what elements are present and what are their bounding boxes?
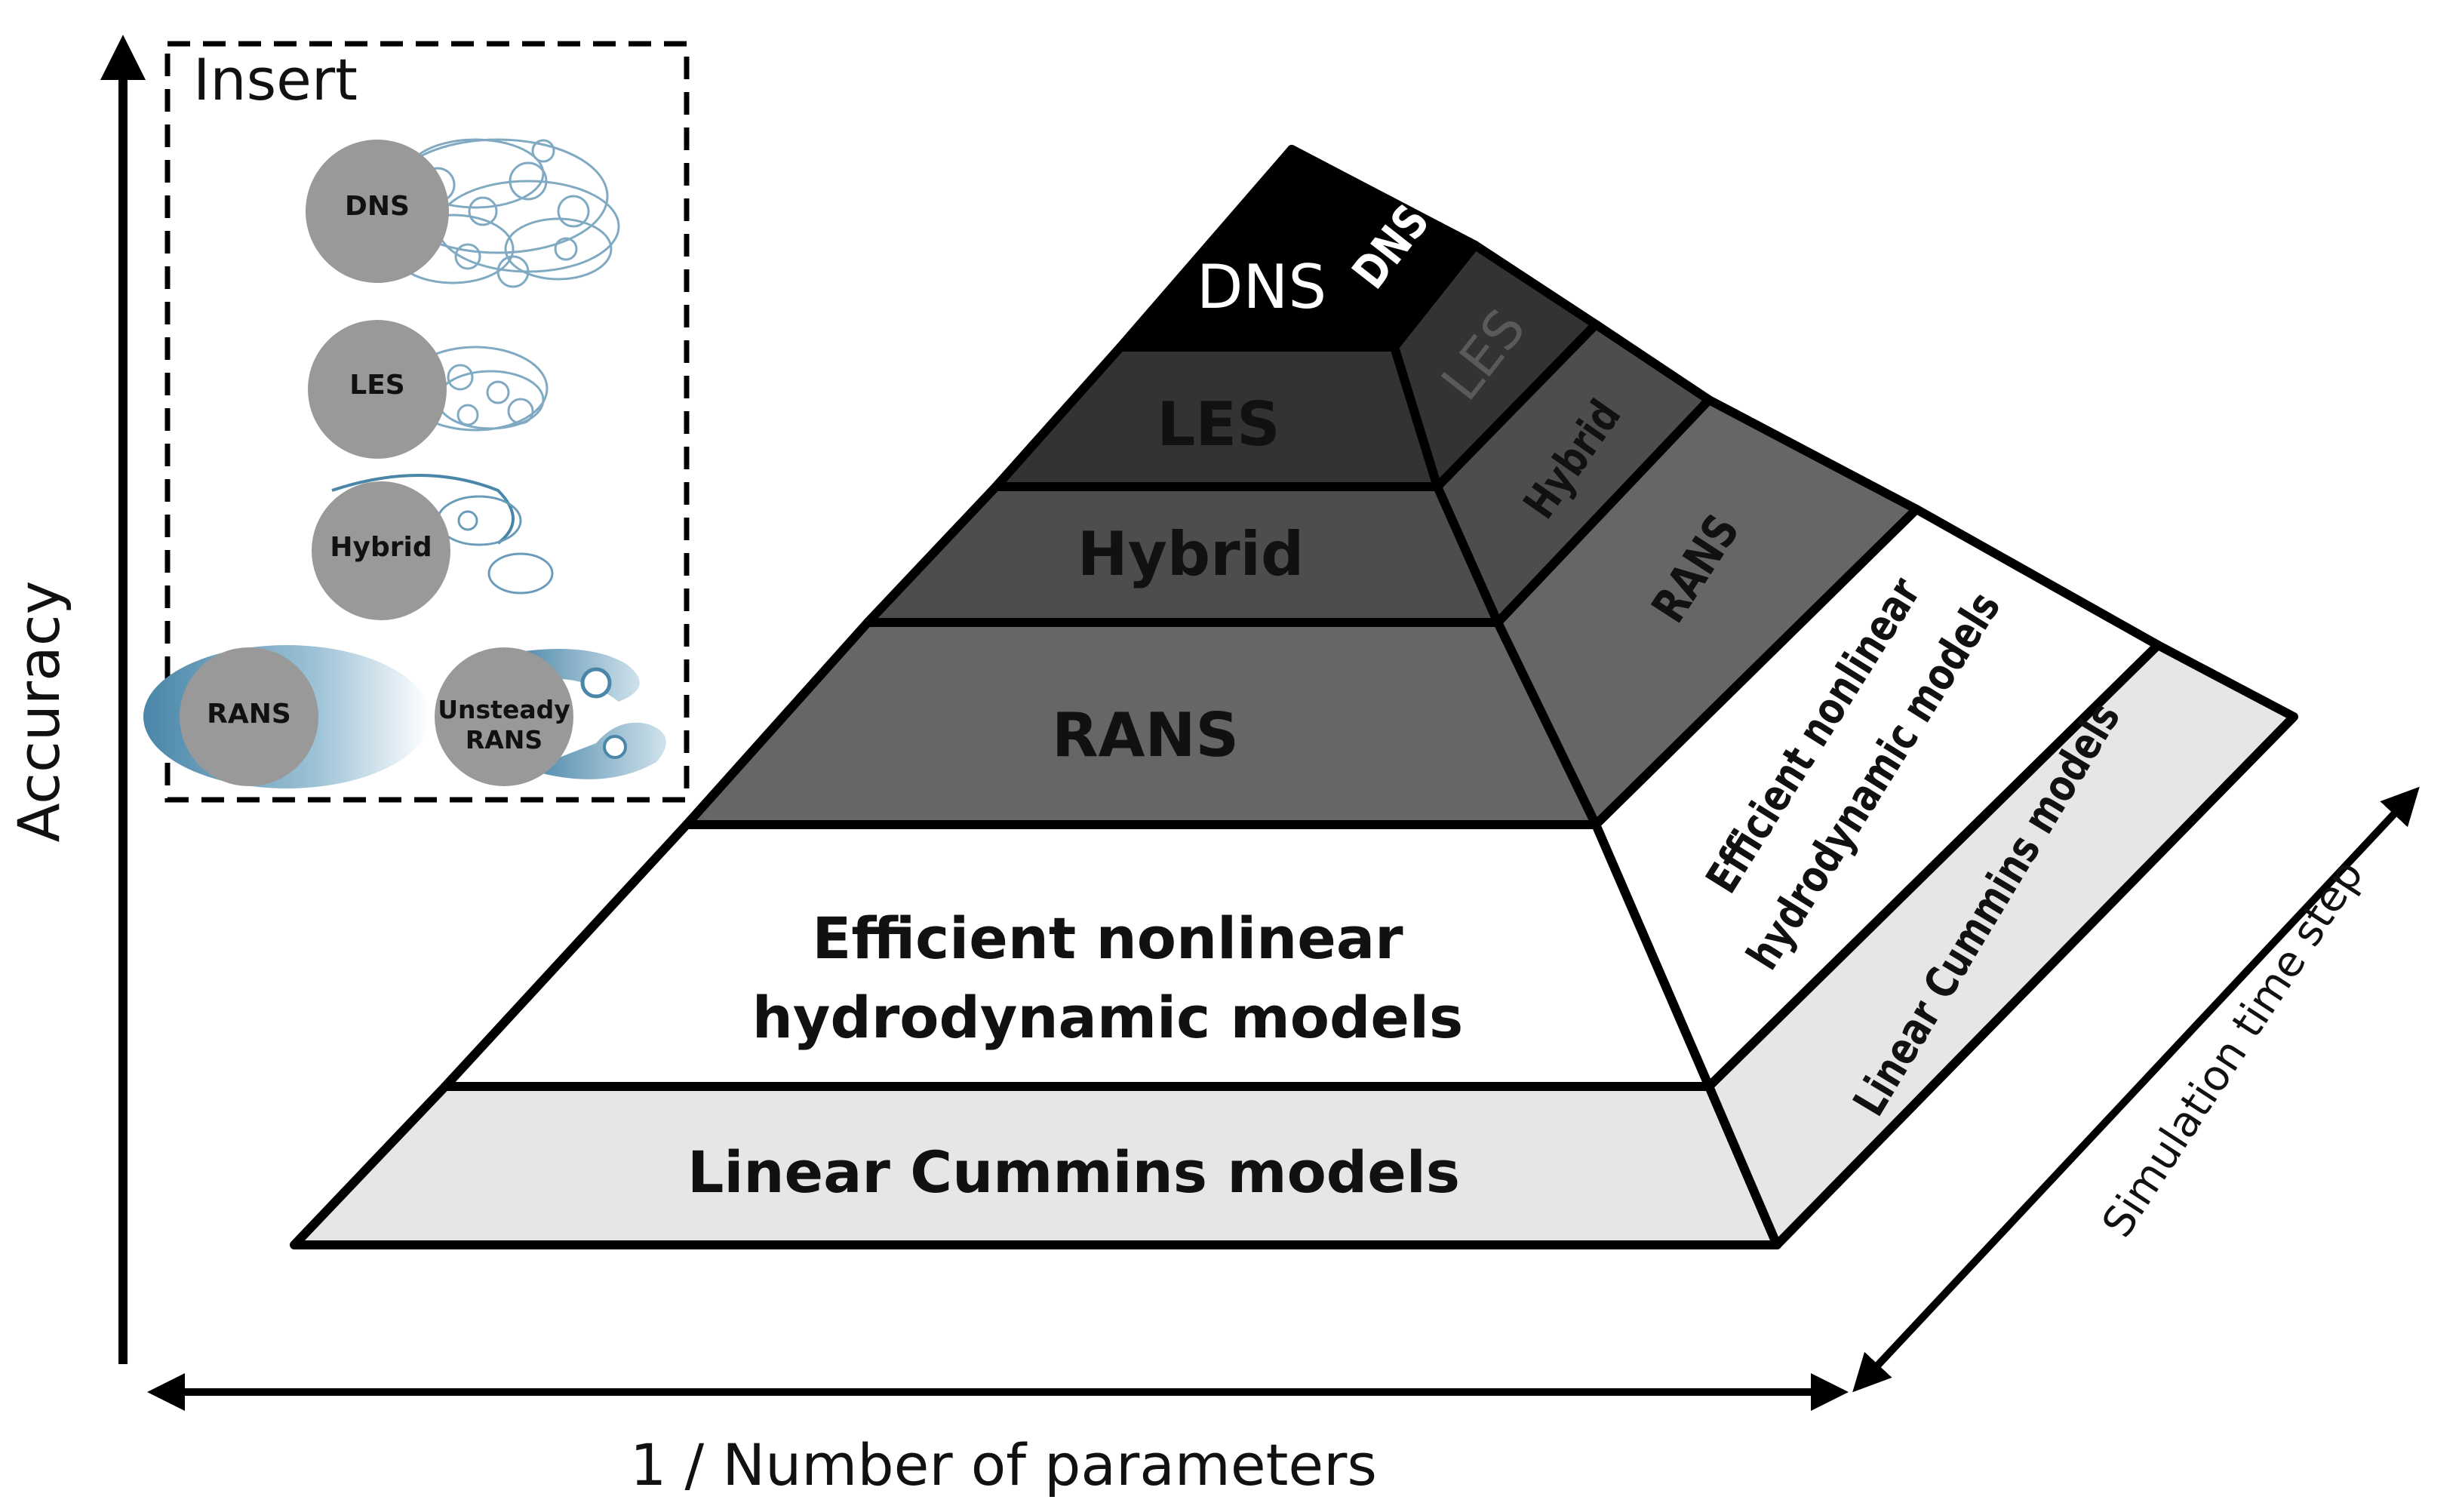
les-circle xyxy=(308,320,447,459)
hybrid-circle xyxy=(312,481,450,620)
insert-panel: Insert DNS xyxy=(143,41,690,803)
insert-label-rans: RANS xyxy=(207,699,291,730)
insert-title: Insert xyxy=(193,46,358,113)
front-label-efficient-line2: hydrodynamic models xyxy=(752,984,1463,1051)
front-label-hybrid: Hybrid xyxy=(1077,519,1305,589)
insert-label-les: LES xyxy=(349,370,404,401)
insert-dashed-border xyxy=(164,41,690,803)
y-axis-label: Accuracy xyxy=(5,581,72,843)
z-axis-arrow xyxy=(1852,786,2420,1393)
insert-label-unsteady-line2: RANS xyxy=(466,725,543,754)
insert-label-unsteady-line1: Unsteady xyxy=(438,695,570,724)
insert-label-hybrid: Hybrid xyxy=(330,532,432,563)
dns-circle xyxy=(306,140,449,283)
front-band-linear xyxy=(290,1082,1781,1249)
front-label-rans: RANS xyxy=(1052,700,1239,770)
rans-circle xyxy=(180,647,318,786)
front-label-linear: Linear Cummins models xyxy=(687,1139,1460,1206)
pyramid-front-face xyxy=(290,145,1781,1249)
front-label-efficient-line1: Efficient nonlinear xyxy=(812,905,1403,972)
front-label-les: LES xyxy=(1157,389,1280,459)
unsteady-rans-circle xyxy=(435,647,573,786)
insert-label-dns: DNS xyxy=(345,191,410,222)
front-label-dns: DNS xyxy=(1197,252,1326,322)
z-axis-label: Simulation time step xyxy=(2093,851,2373,1246)
x-axis-label: 1 / Number of parameters xyxy=(630,1431,1377,1498)
